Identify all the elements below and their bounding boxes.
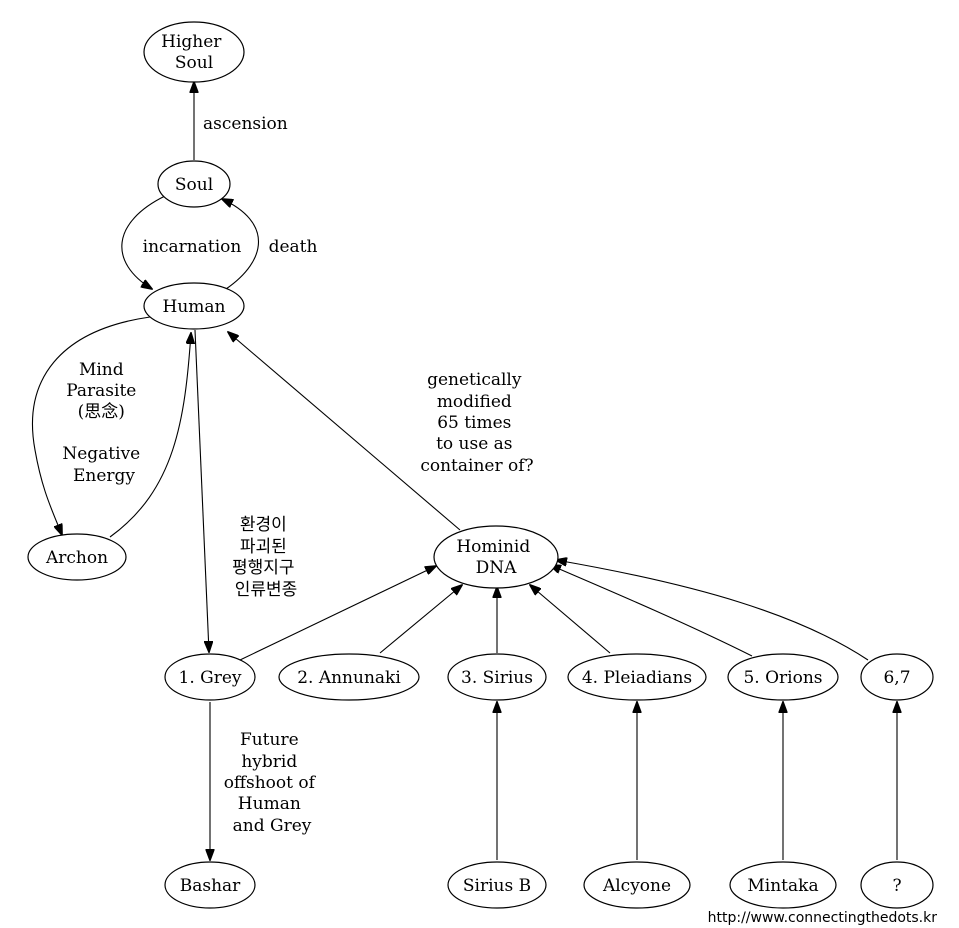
edge-six-seven-to-hominid xyxy=(556,560,869,661)
node-label: 1. Grey xyxy=(179,668,242,688)
node-unknown: ? xyxy=(860,861,934,909)
edge-pleiadians-to-hominid xyxy=(530,585,611,654)
node-label: 3. Sirius xyxy=(461,668,533,688)
node-label: 6,7 xyxy=(883,668,910,688)
node-label: 2. Annunaki xyxy=(297,668,401,688)
node-label: Alcyone xyxy=(602,876,671,896)
node-archon: Archon xyxy=(27,533,127,581)
edge-human-to-archon xyxy=(31,316,151,535)
edge-human-to-grey xyxy=(194,329,209,652)
node-bashar: Bashar xyxy=(164,861,256,909)
node-alcyone: Alcyone xyxy=(583,861,691,909)
node-label: Hominid DNA xyxy=(456,537,535,578)
node-label: Higher Soul xyxy=(161,32,227,73)
node-grey: 1. Grey xyxy=(164,653,256,701)
node-mintaka: Mintaka xyxy=(729,861,837,909)
node-label: Human xyxy=(163,297,226,317)
node-label: Soul xyxy=(175,175,213,195)
node-annunaki: 2. Annunaki xyxy=(278,653,420,701)
edge-human-to-soul-death xyxy=(222,199,259,290)
node-hominid-dna: Hominid DNA xyxy=(433,525,559,589)
node-label: Sirius B xyxy=(463,876,531,896)
node-label: Mintaka xyxy=(747,876,818,896)
edge-label-incarnation: incarnation xyxy=(143,237,242,257)
edges xyxy=(31,82,897,860)
edge-label-ascension: ascension xyxy=(203,114,288,134)
edge-label-death: death xyxy=(269,237,318,257)
node-higher-soul: Higher Soul xyxy=(143,21,245,83)
node-sirius: 3. Sirius xyxy=(447,653,547,701)
edge-orions-to-hominid xyxy=(550,565,753,657)
node-soul: Soul xyxy=(157,160,231,208)
edge-archon-to-human xyxy=(109,333,191,538)
node-label: ? xyxy=(892,876,901,896)
edge-annunaki-to-hominid xyxy=(379,585,462,654)
node-label: Bashar xyxy=(180,876,241,896)
edge-soul-to-human-incarnation xyxy=(121,195,166,289)
edge-hominid-to-human xyxy=(228,332,461,531)
source-credit: http://www.connectingthedots.kr xyxy=(707,910,937,926)
node-six-seven: 6,7 xyxy=(860,653,934,701)
node-human: Human xyxy=(143,282,245,330)
edge-grey-to-hominid xyxy=(239,566,436,661)
edge-label-korean-note: 환경이 파괴된 평행지구 인류변종 xyxy=(232,515,300,600)
edge-label-future-hybrid: Future hybrid offshoot of Human and Grey xyxy=(224,730,321,836)
node-label: 4. Pleiadians xyxy=(582,668,692,688)
node-sirius-b: Sirius B xyxy=(447,861,547,909)
edge-label-genetically-modified: genetically modified 65 times to use as … xyxy=(420,370,533,476)
node-orions: 5. Orions xyxy=(727,653,839,701)
node-label: Archon xyxy=(45,548,108,568)
node-pleiadians: 4. Pleiadians xyxy=(567,653,707,701)
node-label: 5. Orions xyxy=(743,668,822,688)
edge-label-mind-parasite: Mind Parasite (思念) Negative Energy xyxy=(62,360,145,486)
